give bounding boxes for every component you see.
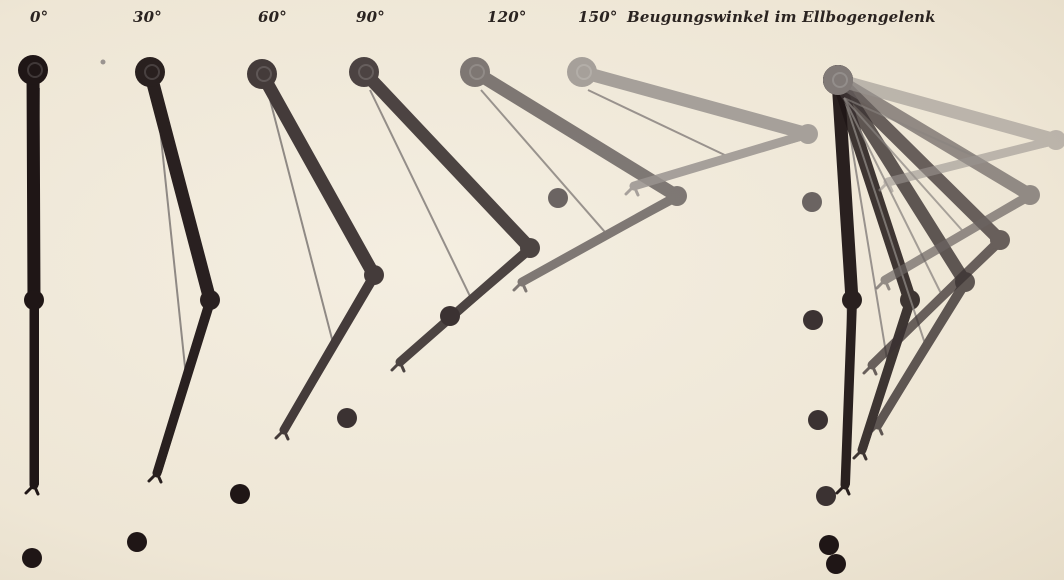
weight-marker-dot xyxy=(819,535,839,555)
elbow-joint xyxy=(520,238,540,258)
humerus-bone xyxy=(364,72,530,248)
elbow-joint xyxy=(842,290,862,310)
forearm-bone-secondary xyxy=(637,136,811,185)
elbow-joint xyxy=(667,186,687,206)
forearm-bone-secondary xyxy=(403,250,533,361)
humerus-bone xyxy=(150,72,210,300)
weight-marker-dot xyxy=(440,306,460,326)
weight-marker-dot xyxy=(803,310,823,330)
humeral-head xyxy=(823,65,853,95)
humeral-head xyxy=(247,59,277,89)
forearm-bone-secondary xyxy=(525,198,680,281)
elbow-joint xyxy=(24,290,44,310)
hand-tip xyxy=(514,282,526,291)
elbow-joint xyxy=(798,124,818,144)
weight-marker-dot xyxy=(808,410,828,430)
humerus-bone xyxy=(33,70,34,300)
humerus-bone xyxy=(262,74,374,275)
humeral-head xyxy=(18,55,48,85)
forearm-bone xyxy=(862,300,910,450)
arm-skeleton-0 xyxy=(18,55,48,494)
hand-tip xyxy=(626,186,638,195)
forearm-bone xyxy=(284,275,374,430)
elbow-joint xyxy=(200,290,220,310)
weight-marker-dot xyxy=(22,548,42,568)
weight-marker-dot xyxy=(101,60,106,65)
weight-marker-dot xyxy=(826,554,846,574)
arm-skeleton-2 xyxy=(247,59,384,439)
hand-tip xyxy=(864,365,876,374)
hand-tip xyxy=(149,473,161,482)
humeral-head xyxy=(135,57,165,87)
arm-skeleton-1 xyxy=(135,57,220,482)
forearm-bone-secondary xyxy=(287,277,377,429)
tendon-line xyxy=(370,90,472,299)
weight-marker-dot xyxy=(337,408,357,428)
arm-skeleton-5 xyxy=(567,57,818,195)
weight-marker-dot xyxy=(816,486,836,506)
forearm-bone xyxy=(157,300,210,473)
elbow-joint xyxy=(364,265,384,285)
weight-marker-dot xyxy=(230,484,250,504)
hand-tip xyxy=(880,182,892,191)
tendon-line xyxy=(268,92,334,345)
weight-marker-dot xyxy=(548,188,568,208)
hand-tip xyxy=(26,485,38,494)
humeral-head xyxy=(567,57,597,87)
weight-marker-dot xyxy=(127,532,147,552)
hand-tip xyxy=(854,450,866,459)
hand-tip xyxy=(837,485,849,494)
forearm-bone-secondary xyxy=(160,302,213,472)
weight-marker-dot xyxy=(802,192,822,212)
humeral-head xyxy=(349,57,379,87)
elbow-joint xyxy=(990,230,1010,250)
hand-tip xyxy=(392,362,404,371)
hand-tip xyxy=(877,280,889,289)
hand-tip xyxy=(276,430,288,439)
elbow-joint xyxy=(1020,185,1040,205)
humeral-head xyxy=(460,57,490,87)
